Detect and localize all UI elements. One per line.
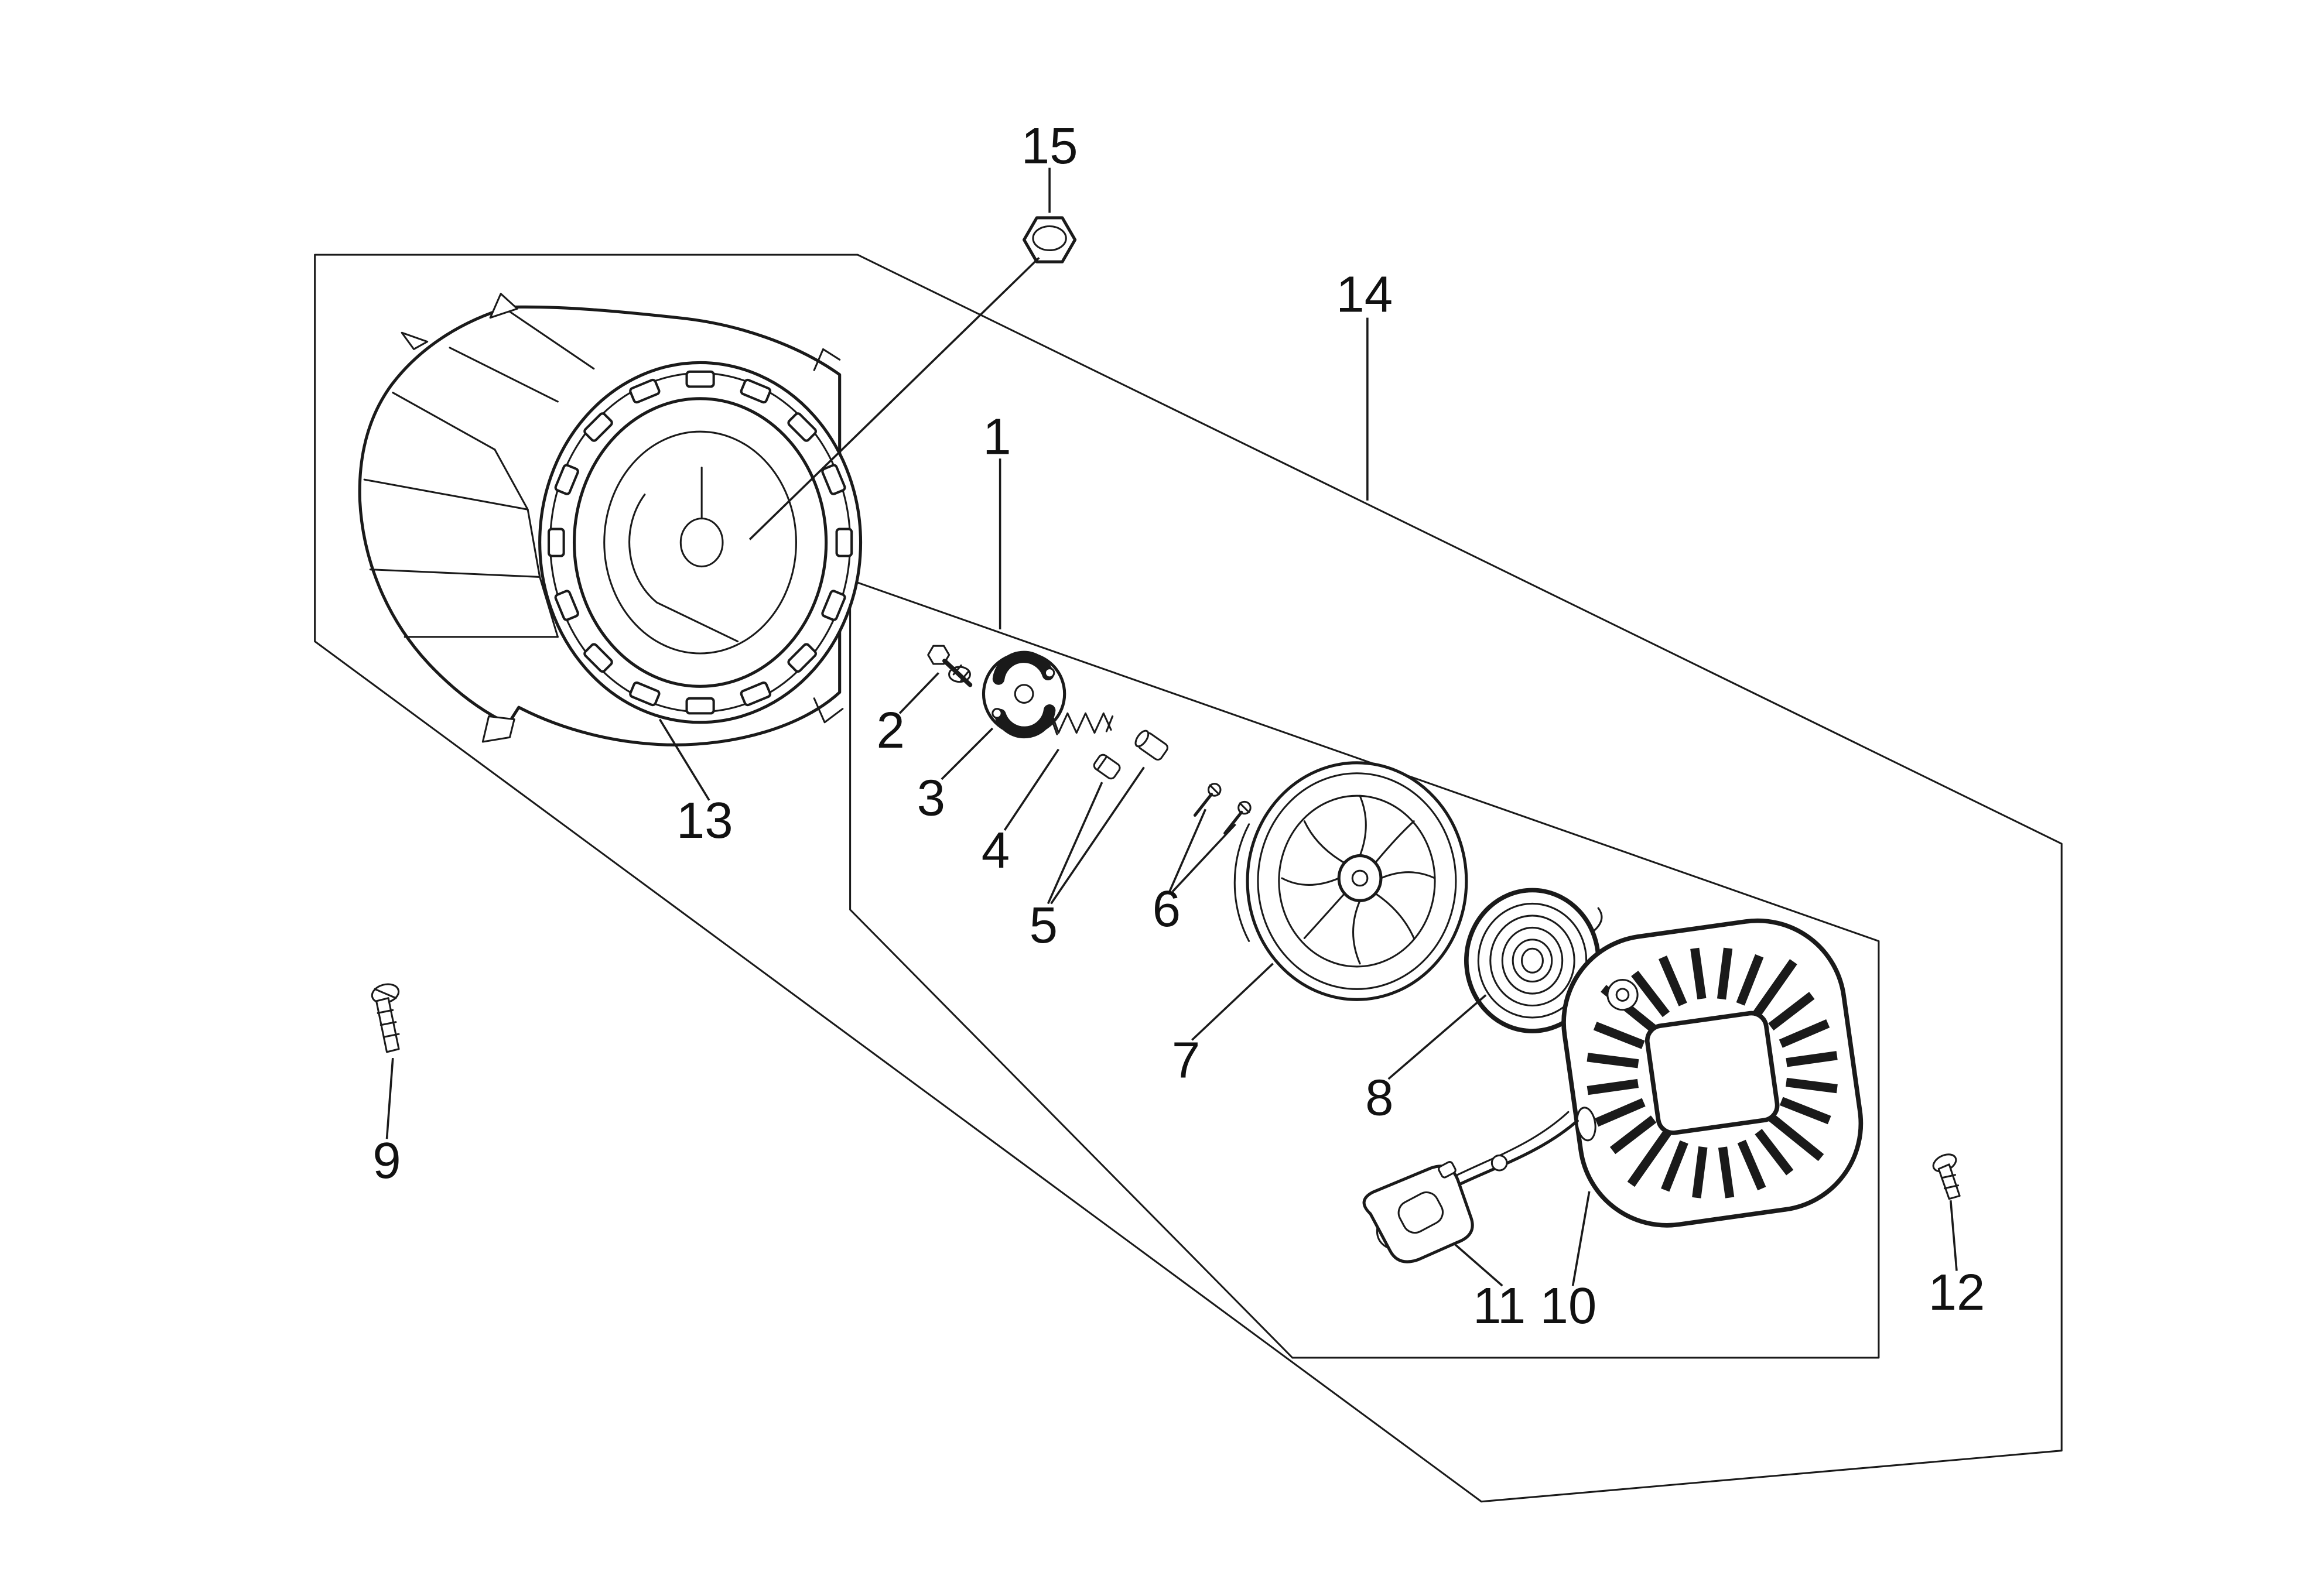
callout-12: 12 bbox=[1929, 1264, 1985, 1321]
starter-handle bbox=[1362, 1160, 1474, 1263]
coil-spring bbox=[1048, 712, 1114, 735]
outer-assembly-frame bbox=[314, 254, 2063, 1503]
callout-10: 10 bbox=[1540, 1278, 1597, 1334]
callout-5: 5 bbox=[1030, 897, 1058, 954]
starter-housing bbox=[1438, 918, 1864, 1228]
callout-7: 7 bbox=[1172, 1032, 1200, 1088]
leader-lines bbox=[385, 167, 1958, 1287]
flywheel bbox=[1233, 761, 1468, 1001]
callout-3: 3 bbox=[917, 769, 945, 826]
callout-6: 6 bbox=[1153, 881, 1181, 937]
callout-11: 11 bbox=[1473, 1278, 1526, 1334]
recoil-spring bbox=[1464, 888, 1603, 1033]
hex-nut bbox=[1023, 216, 1077, 263]
callout-13: 13 bbox=[676, 792, 733, 849]
screw-2 bbox=[927, 645, 973, 687]
callout-4: 4 bbox=[982, 822, 1010, 879]
callout-14: 14 bbox=[1336, 266, 1393, 323]
callout-15: 15 bbox=[1021, 118, 1078, 174]
callout-9: 9 bbox=[372, 1132, 401, 1189]
callout-2: 2 bbox=[877, 702, 905, 759]
fan-housing bbox=[358, 293, 863, 746]
starter-rope bbox=[1438, 1111, 1579, 1195]
inner-assembly-frame bbox=[849, 579, 1880, 1359]
callout-8: 8 bbox=[1365, 1069, 1393, 1126]
callout-numbers: 15 14 1 2 3 4 5 6 7 8 9 10 11 12 13 bbox=[372, 118, 1985, 1334]
screw-9 bbox=[371, 983, 400, 1053]
callout-1: 1 bbox=[983, 409, 1011, 465]
screw-12 bbox=[1932, 1153, 1961, 1200]
starter-pawls bbox=[1093, 729, 1168, 780]
clutch bbox=[982, 650, 1066, 739]
screws-6 bbox=[1193, 783, 1252, 835]
